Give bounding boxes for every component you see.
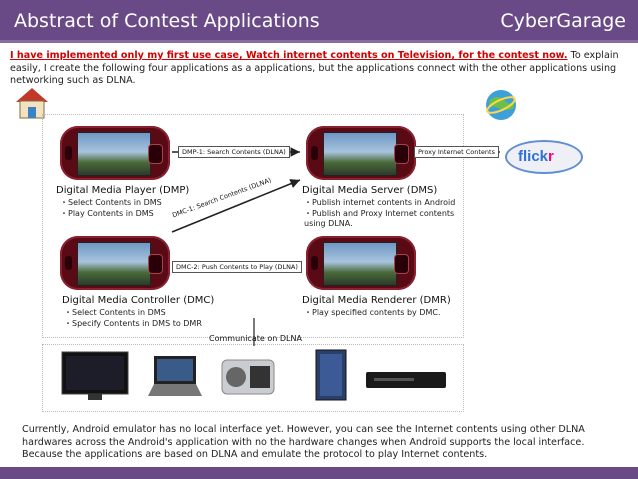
dmr-title: Digital Media Renderer (DMR) <box>302 295 451 306</box>
phone-screen <box>323 242 397 286</box>
flickr-logo-accent: r <box>548 148 554 165</box>
home-icon <box>16 88 48 119</box>
header-bar: Abstract of Contest Applications CyberGa… <box>0 0 638 43</box>
camera-icon <box>221 359 275 395</box>
dmr-list: Play specified contents by DMC. <box>304 308 440 319</box>
dmc-push-label: DMC-2: Push Contents to Play (DLNA) <box>172 261 302 273</box>
dms-list: Publish internet contents in Android Pub… <box>304 198 464 230</box>
dmc-title: Digital Media Controller (DMC) <box>62 295 215 306</box>
dmp-phone <box>60 126 170 180</box>
dmp-item: Play Contents in DMS <box>60 209 162 220</box>
intro-text: To explain easily, I create the followin… <box>10 50 619 86</box>
recorder-icon <box>366 372 446 388</box>
phone-screen <box>323 132 397 176</box>
dms-title: Digital Media Server (DMS) <box>302 185 438 196</box>
dms-phone <box>306 126 416 180</box>
proxy-label: Proxy Internet Contents <box>414 146 499 158</box>
communicate-label: Communicate on DLNA <box>209 334 302 343</box>
dms-item: Publish internet contents in Android <box>304 198 464 209</box>
nas-icon <box>315 349 347 401</box>
dmp-search-label: DMP-1: Search Contents (DLNA) <box>178 146 290 158</box>
dmr-item: Play specified contents by DMC. <box>304 308 440 319</box>
phone-button <box>148 254 163 274</box>
phone-screen <box>77 132 151 176</box>
phone-speaker <box>65 256 72 270</box>
phone-speaker <box>311 256 318 270</box>
slide-title: Abstract of Contest Applications <box>14 10 320 32</box>
globe-icon <box>486 90 516 120</box>
dmc-item: Specify Contents in DMS to DMR <box>64 319 202 330</box>
dms-item: Publish and Proxy Internet contents usin… <box>304 209 464 230</box>
flickr-logo: flickr <box>505 140 583 174</box>
tv-icon <box>61 351 129 400</box>
dmp-title: Digital Media Player (DMP) <box>56 185 190 196</box>
intro-paragraph: I have implemented only my first use cas… <box>10 50 625 88</box>
phone-button <box>394 144 409 164</box>
laptop-icon <box>148 356 202 396</box>
dmc-list: Select Contents in DMS Specify Contents … <box>64 308 202 329</box>
flickr-logo-text: flick <box>518 148 549 165</box>
dmc-item: Select Contents in DMS <box>64 308 202 319</box>
intro-highlight: I have implemented only my first use cas… <box>10 50 568 61</box>
brand-name: CyberGarage <box>500 10 626 32</box>
dmr-phone <box>306 236 416 290</box>
phone-speaker <box>65 146 72 160</box>
phone-screen <box>77 242 151 286</box>
dmp-item: Select Contents in DMS <box>60 198 162 209</box>
dmp-list: Select Contents in DMS Play Contents in … <box>60 198 162 219</box>
phone-button <box>148 144 163 164</box>
phone-speaker <box>311 146 318 160</box>
phone-button <box>394 254 409 274</box>
devices-frame <box>42 344 464 412</box>
footer-bar <box>0 467 638 479</box>
footer-paragraph: Currently, Android emulator has no local… <box>22 424 585 460</box>
dmc-phone <box>60 236 170 290</box>
